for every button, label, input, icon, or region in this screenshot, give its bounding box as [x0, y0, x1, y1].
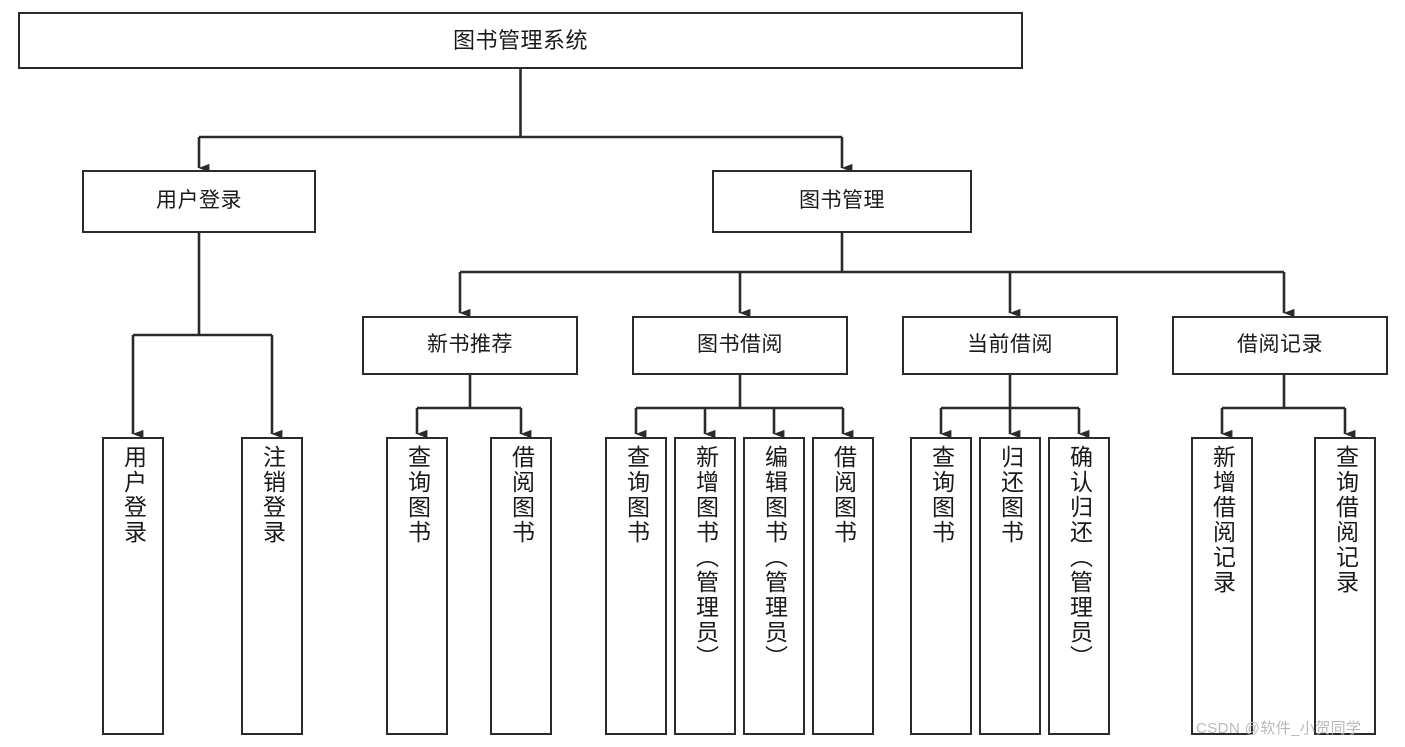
node-label: 新增借阅记录: [1209, 445, 1236, 595]
node-label: 编辑图书（管理员）: [761, 445, 788, 670]
node-label: 注销登录: [259, 445, 286, 545]
node-leaf-query-book-recommend[interactable]: 查询图书: [386, 437, 448, 735]
node-new-book-recommend[interactable]: 新书推荐: [362, 316, 578, 375]
node-leaf-query-book-current[interactable]: 查询图书: [910, 437, 972, 735]
node-book-management[interactable]: 图书管理: [712, 170, 972, 233]
node-leaf-add-book-admin[interactable]: 新增图书（管理员）: [674, 437, 736, 735]
node-label: 借阅图书: [830, 445, 857, 545]
node-leaf-add-borrow-record[interactable]: 新增借阅记录: [1191, 437, 1253, 735]
node-label: 图书管理系统: [452, 27, 588, 53]
node-book-borrow[interactable]: 图书借阅: [632, 316, 848, 375]
node-label: 查询图书: [623, 445, 650, 545]
csdn-watermark: CSDN @软件_小贺同学: [1196, 720, 1362, 737]
node-borrow-record[interactable]: 借阅记录: [1172, 316, 1388, 375]
node-label: 新书推荐: [427, 333, 513, 357]
node-label: 图书管理: [799, 189, 885, 213]
node-leaf-borrow-book-recommend[interactable]: 借阅图书: [490, 437, 552, 735]
node-leaf-edit-book-admin[interactable]: 编辑图书（管理员）: [743, 437, 805, 735]
node-label: 用户登录: [156, 189, 242, 213]
node-label: 查询借阅记录: [1332, 445, 1359, 595]
node-label: 新增图书（管理员）: [692, 445, 719, 670]
node-leaf-query-borrow-record[interactable]: 查询借阅记录: [1314, 437, 1376, 735]
node-label: 借阅图书: [508, 445, 535, 545]
node-leaf-return-book[interactable]: 归还图书: [979, 437, 1041, 735]
node-label: 归还图书: [997, 445, 1024, 545]
node-leaf-user-login[interactable]: 用户登录: [102, 437, 164, 735]
node-label: 确认归还（管理员）: [1066, 445, 1093, 670]
node-root-book-management-system[interactable]: 图书管理系统: [18, 12, 1023, 69]
node-label: 借阅记录: [1237, 333, 1323, 357]
node-label: 用户登录: [120, 445, 147, 545]
node-leaf-logout[interactable]: 注销登录: [241, 437, 303, 735]
node-label: 查询图书: [928, 445, 955, 545]
node-label: 当前借阅: [967, 333, 1053, 357]
node-user-login[interactable]: 用户登录: [82, 170, 316, 233]
node-leaf-query-book-borrow[interactable]: 查询图书: [605, 437, 667, 735]
node-current-borrow[interactable]: 当前借阅: [902, 316, 1118, 375]
node-label: 图书借阅: [697, 333, 783, 357]
node-label: 查询图书: [404, 445, 431, 545]
node-leaf-borrow-book[interactable]: 借阅图书: [812, 437, 874, 735]
node-leaf-confirm-return-admin[interactable]: 确认归还（管理员）: [1048, 437, 1110, 735]
